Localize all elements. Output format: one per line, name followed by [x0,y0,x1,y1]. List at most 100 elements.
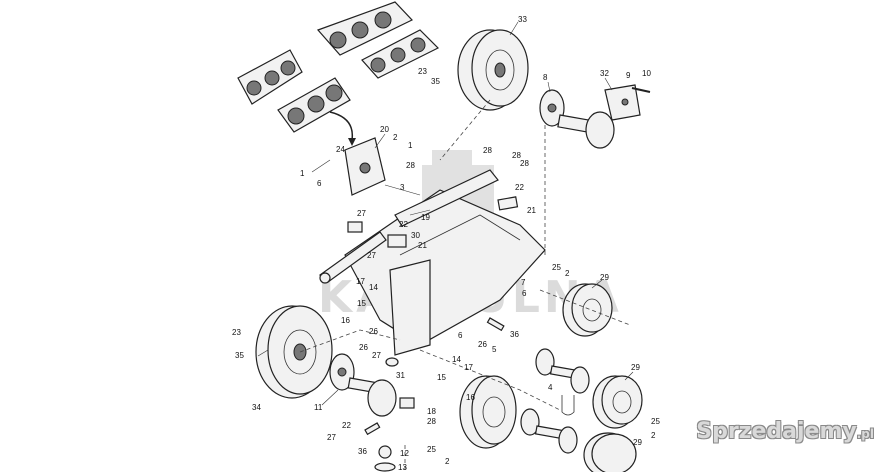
label-1: 1 [300,169,305,178]
label-33: 33 [518,15,527,24]
label-27: 27 [357,209,366,218]
label-25: 25 [552,263,561,272]
track-assembly-lower [277,77,351,133]
label-18: 18 [427,407,436,416]
label-35: 35 [235,351,244,360]
label-28: 28 [427,417,436,426]
part-labels: 33 8 32 9 10 23 35 20 2 1 24 1 6 28 28 2… [232,15,660,472]
label-22: 22 [342,421,351,430]
ring-31 [385,357,399,367]
hub-4 [535,348,590,394]
label-6: 6 [522,289,527,298]
bracket-32 [604,84,641,121]
wheel-29-upper [562,283,613,337]
wheel-29-mid [592,375,643,429]
hub-8 [539,89,615,149]
label-16: 16 [341,316,350,325]
plate-18 [399,397,415,409]
bracket-24 [344,137,386,196]
label-14: 14 [452,355,461,364]
label-8: 8 [543,73,548,82]
label-22: 22 [399,220,408,229]
tube-19 [394,169,499,227]
label-13: 13 [398,463,407,472]
label-24: 24 [336,145,345,154]
plate-22 [387,234,407,248]
label-11: 11 [314,403,323,412]
label-28: 28 [406,161,415,170]
label-25: 25 [427,445,436,454]
bolt-10 [631,87,651,93]
brand-watermark: Sprzedajemy.pl [696,419,874,444]
label-28: 28 [512,151,521,160]
label-21: 21 [418,241,427,250]
label-23: 23 [418,67,427,76]
label-36: 36 [358,447,367,456]
dashed-guides [299,99,631,470]
label-23: 23 [232,328,241,337]
label-1: 1 [408,141,413,150]
label-15: 15 [357,299,366,308]
hub-11 [329,353,397,417]
label-5: 5 [492,345,497,354]
label-34: 34 [252,403,261,412]
label-17: 17 [356,277,365,286]
block-21 [497,196,519,211]
pin-36 [364,422,381,436]
label-6: 6 [317,179,322,188]
label-30: 30 [411,231,420,240]
label-32: 32 [600,69,609,78]
label-29: 29 [631,363,640,372]
label-27: 27 [327,433,336,442]
brand-name: Sprzedajemy [696,419,857,444]
wheel-center-bottom [459,375,517,449]
label-2: 2 [565,269,570,278]
label-36: 36 [510,330,519,339]
label-29: 29 [600,273,609,282]
label-9: 9 [626,71,631,80]
track-assembly-upper [316,1,413,56]
label-25: 25 [651,417,660,426]
label-4: 4 [548,383,553,392]
label-10: 10 [642,69,651,78]
label-2: 2 [393,133,398,142]
arrow-head [348,138,356,146]
brand-tld: .pl [856,427,874,441]
label-35: 35 [431,77,440,86]
wheel-33 [457,29,529,111]
label-16: 16 [466,393,475,402]
label-29: 29 [633,438,642,447]
flange-13 [374,462,396,472]
hub-5 [520,408,578,454]
label-26: 26 [478,340,487,349]
wheel-34 [255,305,333,399]
wheel-29-lower [583,432,637,472]
label-28: 28 [483,146,492,155]
label-22: 22 [515,183,524,192]
label-27: 27 [372,351,381,360]
ring-12 [378,445,392,459]
label-6: 6 [458,331,463,340]
track-assembly-left [237,49,303,105]
label-15: 15 [437,373,446,382]
label-2: 2 [445,457,450,466]
label-3: 3 [400,183,405,192]
label-7: 7 [521,278,526,287]
label-26: 26 [369,327,378,336]
label-27: 27 [367,251,376,260]
label-12: 12 [400,449,409,458]
plate-27 [347,221,363,233]
label-28: 28 [520,159,529,168]
pin-36-right [486,317,505,332]
u-bolt [561,395,575,416]
label-21: 21 [527,206,536,215]
arrow [329,111,354,141]
label-14: 14 [369,283,378,292]
label-2: 2 [651,431,656,440]
label-19: 19 [421,213,430,222]
leader-lines [257,21,634,406]
cylinder-rod [319,231,387,284]
label-26: 26 [359,343,368,352]
label-17: 17 [464,363,473,372]
